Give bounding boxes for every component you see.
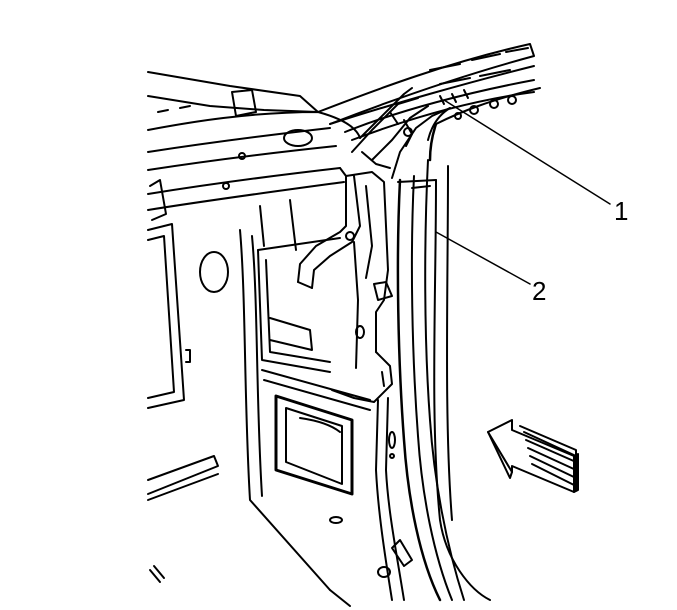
pillar-upper-bracket [351, 87, 451, 179]
view-direction-arrow [487, 419, 579, 493]
leader-line-1 [443, 99, 611, 205]
a-pillar [375, 87, 541, 602]
leader-lines [435, 99, 611, 285]
inner-panel [257, 167, 393, 403]
callout-2-label: 2 [532, 276, 546, 306]
callout-1-label: 1 [614, 196, 628, 226]
header-panel [147, 71, 361, 221]
lower-panel [239, 229, 371, 607]
leader-line-2 [435, 231, 531, 285]
door-opening-edge [433, 165, 491, 601]
left-side-panel [147, 223, 229, 583]
